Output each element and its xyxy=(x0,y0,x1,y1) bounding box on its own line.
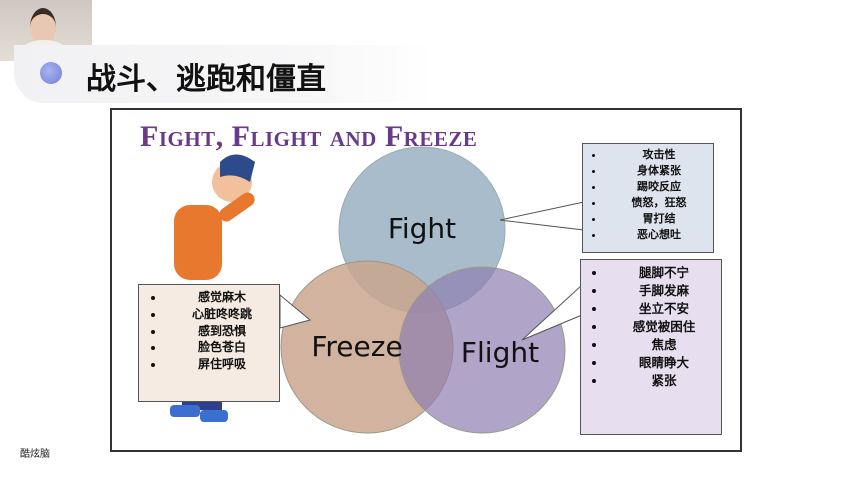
symptom-item: 手脚发麻 xyxy=(607,282,721,300)
symptom-item: 焦虑 xyxy=(607,336,721,354)
freeze-symptoms-box: 感觉麻木心脏咚咚跳感到恐惧脸色苍白屏住呼吸 xyxy=(138,284,280,402)
symptom-item: 心脏咚咚跳 xyxy=(165,306,279,323)
flight-circle xyxy=(398,266,566,434)
symptom-item: 感到恐惧 xyxy=(165,323,279,340)
fight-label: Fight xyxy=(388,212,456,245)
symptom-item: 恶心想吐 xyxy=(605,227,713,243)
symptom-item: 屏住呼吸 xyxy=(165,356,279,373)
title-bar xyxy=(14,45,434,103)
watermark: 酷炫脑 xyxy=(20,449,50,460)
symptom-item: 坐立不安 xyxy=(607,300,721,318)
slide: Fight, Flight and Freeze Fight Freeze Fl… xyxy=(110,108,742,452)
page-title: 战斗、逃跑和僵直 xyxy=(86,62,326,97)
symptom-item: 紧张 xyxy=(607,372,721,390)
symptom-item: 感觉麻木 xyxy=(165,289,279,306)
symptom-item: 愤怒，狂怒 xyxy=(605,195,713,211)
symptom-item: 攻击性 xyxy=(605,147,713,163)
symptom-item: 脸色苍白 xyxy=(165,339,279,356)
symptom-item: 感觉被困住 xyxy=(607,318,721,336)
symptom-item: 腿脚不宁 xyxy=(607,264,721,282)
bullet-dot-icon xyxy=(40,62,62,84)
symptom-item: 踢咬反应 xyxy=(605,179,713,195)
symptom-item: 胃打结 xyxy=(605,211,713,227)
flight-label: Flight xyxy=(461,336,539,369)
symptom-item: 身体紧张 xyxy=(605,163,713,179)
symptom-item: 眼睛睁大 xyxy=(607,354,721,372)
flight-symptoms-box: 腿脚不宁手脚发麻坐立不安感觉被困住焦虑眼睛睁大紧张 xyxy=(580,259,722,435)
freeze-label: Freeze xyxy=(311,330,402,363)
fight-symptoms-box: 攻击性身体紧张踢咬反应愤怒，狂怒胃打结恶心想吐 xyxy=(582,143,714,253)
